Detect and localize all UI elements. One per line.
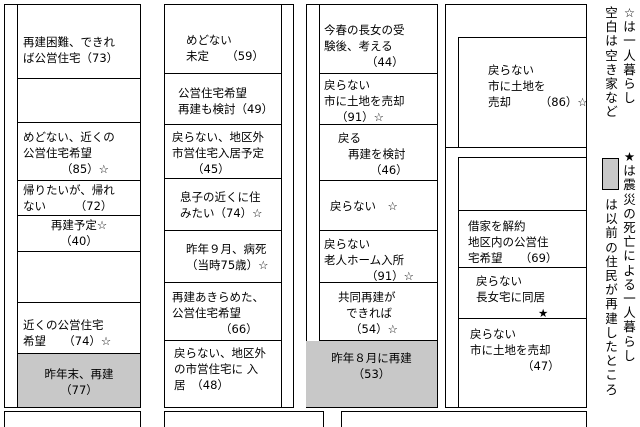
rebuilt-cell: [306, 341, 437, 407]
cell-text: （91）☆: [366, 269, 414, 283]
cell-text: 戻らない: [470, 327, 516, 341]
cell-text: 居 （48）: [174, 378, 229, 392]
cell-text: 老人ホーム入所: [324, 253, 405, 267]
cell-text: 希望 （74）☆: [23, 334, 112, 348]
household-cell: 戻らない、地区外の市営住宅に 入居 （48）: [174, 345, 266, 393]
household-cell: めどない未定 （59）: [186, 32, 264, 64]
cell-text: 昨年９月、病死: [186, 242, 267, 256]
cell-text: （77）: [60, 383, 98, 397]
household-cell: 戻らない老人ホーム入所 （91）☆: [324, 236, 414, 284]
cell-text: （66）: [220, 322, 258, 336]
cell-text: 市営住宅入居予定: [172, 146, 264, 160]
cell-text: 借家を解約: [468, 219, 526, 233]
cell-text: 戻らない: [476, 274, 522, 288]
cell-text: 再建も検討（49）: [178, 102, 274, 116]
household-cell: 昨年８月に再建 （53）: [306, 350, 437, 382]
cell-text: 市に土地を売却: [324, 94, 405, 108]
household-cell: 借家を解約地区内の公営住宅希望 （69）: [468, 218, 557, 266]
legend-one-person: ☆は一人暮らし: [623, 5, 636, 106]
household-cell: 公営住宅希望再建も検討（49）: [178, 85, 273, 117]
cell-text: 宅希望 （69）: [468, 251, 558, 265]
household-cell: めどない、近くの公営住宅希望 （85）☆: [23, 129, 115, 177]
bottom-strip: [164, 411, 324, 427]
cell-text: 再建予定☆: [50, 218, 108, 232]
cell-text: 市に土地を: [488, 79, 546, 93]
cell-text: ば公営住宅（73）: [23, 51, 119, 65]
cell-text: （85）☆: [61, 162, 109, 176]
cell-text: 未定 （59）: [186, 49, 264, 63]
cell-text: 再建あきらめた、: [172, 290, 264, 304]
household-cell: 昨年９月、病死 （当時75歳）☆: [186, 241, 268, 273]
cell-text: 地区内の公営住: [468, 235, 549, 249]
cell-text: 公営住宅希望: [23, 146, 92, 160]
bottom-strip: [341, 411, 587, 427]
cell-text: めどない: [186, 33, 232, 47]
cell-text: （54）☆: [350, 322, 398, 336]
cell-text: 売却 （86）☆: [488, 95, 588, 109]
cell-text: 戻らない ☆: [330, 199, 398, 213]
cell-text: （45）: [192, 162, 230, 176]
block-1: [4, 4, 141, 408]
bottom-strip: [4, 411, 141, 427]
household-cell: 戻らない ☆: [330, 198, 398, 214]
legend-grey-swatch: [602, 158, 619, 190]
block-2: [164, 4, 294, 408]
cell-text: 戻る: [338, 131, 361, 145]
household-cell: 近くの公営住宅希望 （74）☆: [23, 317, 111, 349]
cell-text: 今春の長女の受: [324, 23, 405, 37]
cell-text: みたい（74）☆: [180, 206, 263, 220]
household-cell: 昨年末、再建 （77）: [18, 366, 140, 398]
cell-text: （46）: [370, 163, 408, 177]
household-cell: 息子の近くに住みたい（74）☆: [180, 189, 262, 221]
cell-text: 昨年８月に再建: [331, 351, 412, 365]
block-4: [445, 4, 587, 408]
cell-text: 験後、考える: [324, 39, 393, 53]
cell-text: （91）☆: [336, 110, 384, 124]
cell-text: （44）: [366, 55, 404, 69]
cell-text: （47）: [522, 359, 560, 373]
cell-text: 帰りたいが、帰れ: [23, 183, 115, 197]
cell-text: 戻らない、地区外: [174, 346, 266, 360]
household-cell: 帰りたいが、帰れない （72）: [23, 182, 115, 214]
household-cell: 戻らない市に土地を売却 （86）☆: [488, 62, 588, 110]
cell-text: 息子の近くに住: [180, 190, 261, 204]
cell-text: 戻らない: [324, 237, 370, 251]
household-cell: 戻らない、地区外市営住宅入居予定 （45）: [172, 129, 264, 177]
legend-vacant: 空白は空き家など: [605, 5, 618, 120]
household-cell: 再建困難、できれば公営住宅（73）: [23, 34, 118, 66]
cell-text: （当時75歳）☆: [186, 258, 269, 272]
household-cell: 共同再建ができれば （54）☆: [338, 289, 398, 337]
household-cell: 戻らない市に土地を売却 （47）: [470, 326, 560, 374]
household-cell: 再建あきらめた、公営住宅希望 （66）: [172, 289, 264, 337]
cell-text: めどない、近くの: [23, 130, 115, 144]
cell-text: 戻らない、地区外: [172, 130, 264, 144]
legend-rebuilt: は以前の住民が再建したところ: [605, 197, 618, 397]
cell-text: 戻らない: [488, 63, 534, 77]
household-cell: 今春の長女の受験後、考える （44）: [324, 22, 405, 70]
cell-text: 長女宅に同居: [476, 290, 545, 304]
household-cell: 戻らない長女宅に同居 ★: [476, 273, 548, 321]
cell-text: 共同再建が: [338, 290, 396, 304]
household-cell: 再建予定☆ （40）: [18, 217, 140, 249]
cell-text: （53）: [352, 367, 391, 381]
cell-text: 再建を検討: [348, 147, 406, 161]
cell-text: ★: [538, 306, 549, 320]
cell-text: 公営住宅希望: [178, 86, 247, 100]
cell-text: の市営住宅に 入: [174, 362, 259, 376]
cell-text: （40）: [60, 234, 98, 248]
cell-text: 戻らない: [324, 78, 370, 92]
cell-text: できれば: [346, 306, 392, 320]
cell-text: 昨年末、再建: [44, 367, 114, 381]
household-cell: 戻らない市に土地を売却 （91）☆: [324, 77, 405, 125]
cell-text: 再建困難、できれ: [23, 35, 115, 49]
cell-text: 公営住宅希望: [172, 306, 241, 320]
cell-text: 近くの公営住宅: [23, 318, 104, 332]
rebuilt-cell: [18, 354, 140, 407]
cell-text: 市に土地を売却: [470, 343, 551, 357]
block-3: [306, 4, 438, 408]
cell-text: ない （72）: [23, 199, 113, 213]
household-cell: 戻る再建を検討 （46）: [338, 130, 408, 178]
legend-quake-one-person: ★は震災の死亡による一人暮らし: [623, 149, 636, 363]
